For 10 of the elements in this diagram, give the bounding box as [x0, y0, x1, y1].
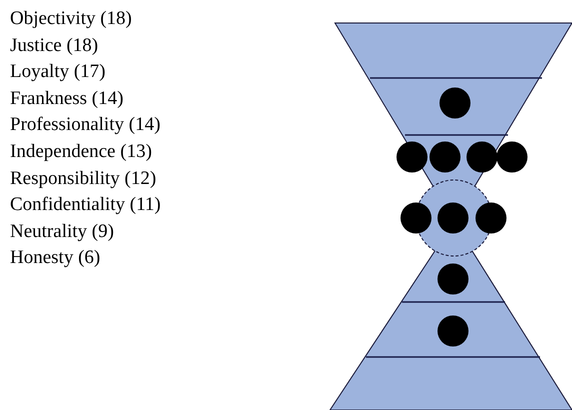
list-item: Neutrality (9): [10, 220, 114, 243]
list-item: Objectivity (18): [10, 8, 132, 30]
list-item: Confidentiality (11): [10, 194, 161, 216]
list-item: Independence (13): [10, 141, 152, 163]
list-item: Honesty (6): [10, 247, 100, 270]
list-item: Responsibility (12): [10, 168, 156, 190]
list-item: Frankness (14): [10, 88, 124, 110]
list-item: Justice (18): [10, 34, 98, 57]
list-item: Loyalty (17): [10, 61, 106, 84]
list-item: Professionality (14): [10, 114, 160, 136]
